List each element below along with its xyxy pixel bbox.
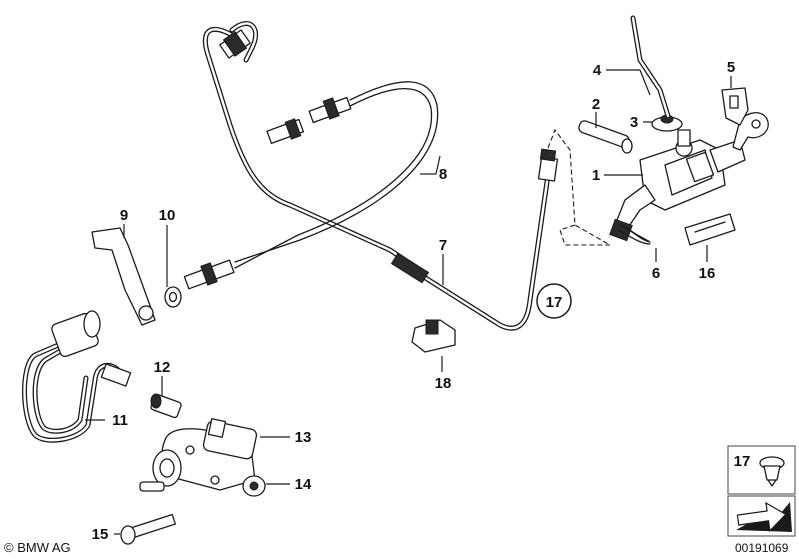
part-10-washer [164, 286, 182, 308]
callout-4: 4 [593, 62, 602, 79]
callout-10: 10 [159, 207, 176, 224]
callout-7: 7 [439, 237, 447, 254]
part-6-spring-clip [617, 224, 651, 245]
part-14-nut [242, 475, 266, 497]
callouts: 2 3 4 5 1 6 16 8 7 9 10 11 12 13 14 15 1… [92, 59, 736, 543]
leader-lines [85, 69, 732, 535]
part-7-hose [390, 148, 559, 331]
callout-9: 9 [120, 207, 128, 224]
callout-8: 8 [439, 166, 447, 183]
part-13-slave-cylinder [139, 418, 258, 492]
inset-callout-17: 17 [734, 453, 751, 470]
callout-16: 16 [699, 265, 716, 282]
part-3-grommet [651, 114, 683, 132]
callout-12: 12 [154, 359, 171, 376]
part-2-pin [578, 120, 633, 154]
assembly-dashed-line-1 [547, 128, 611, 246]
part-15-bolt [120, 513, 176, 545]
callout-13: 13 [295, 429, 312, 446]
part-12-fitting [150, 393, 182, 419]
callout-6: 6 [652, 265, 660, 282]
inset-panel: 17 [727, 445, 796, 537]
callout-1: 1 [592, 167, 600, 184]
callout-15: 15 [92, 526, 109, 543]
svg-text:17: 17 [546, 294, 563, 311]
callout-3: 3 [630, 114, 638, 131]
part-5-clip [721, 87, 749, 126]
part-11-coiled-pipe [22, 310, 132, 443]
assembly-dashed-line-2 [559, 224, 610, 246]
copyright-symbol: © [4, 540, 14, 555]
part-18-holder [411, 319, 456, 353]
part-16-bracket [684, 213, 736, 246]
callout-14: 14 [295, 476, 312, 493]
part-8-pipe [202, 21, 439, 273]
part-9-bracket [91, 227, 156, 326]
callout-11: 11 [112, 412, 128, 429]
direction-arrow-icon [736, 501, 792, 533]
inset-clip-17 [759, 456, 785, 487]
callout-2: 2 [592, 96, 600, 113]
circled-callout-17: 17 [536, 283, 572, 319]
callout-18: 18 [435, 375, 452, 392]
copyright-label: © BMW AG [4, 540, 71, 555]
part-4-hose [630, 15, 671, 119]
part-8-fittings [183, 29, 352, 290]
brand-name: BMW AG [17, 540, 71, 555]
part-1-master-cylinder [609, 112, 769, 242]
callout-5: 5 [727, 59, 735, 76]
document-number: 00191069 [735, 541, 789, 555]
